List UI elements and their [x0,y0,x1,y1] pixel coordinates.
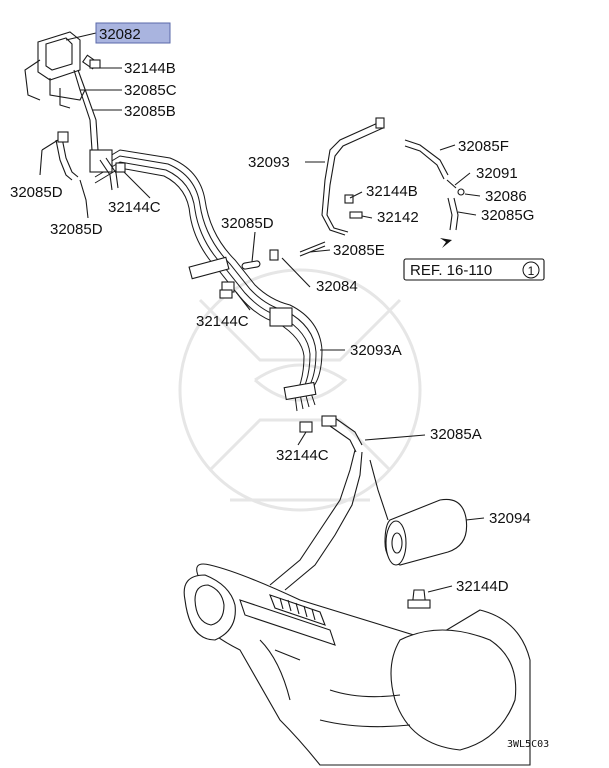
left-brake-lines [55,131,126,191]
callout-c8[interactable]: 32093 [248,154,290,171]
reference-box[interactable]: REF. 16-110 1 [403,258,545,281]
leader-lines [39,32,485,593]
callout-c13[interactable]: 32084 [316,278,358,295]
small-fittings [219,241,326,299]
callout-c19[interactable]: 32085G [481,207,534,224]
callout-c16[interactable]: 32085F [458,138,509,155]
callout-c3[interactable]: 32085C [124,82,177,99]
brake-line-bundle [94,149,323,412]
callout-c4[interactable]: 32085B [124,103,176,120]
right-hose-group [404,139,465,248]
callout-c15[interactable]: 32093A [350,342,402,359]
callout-c23[interactable]: 32144D [456,578,509,595]
callout-c6[interactable]: 32144C [108,199,161,216]
callout-c20[interactable]: 32144C [276,447,329,464]
reference-text: REF. 16-110 [410,262,492,279]
callout-c11[interactable]: 32085D [221,215,274,232]
callout-c14[interactable]: 32144C [196,313,249,330]
reference-circle-icon [522,261,540,279]
callout-labels: 32082 32144B 32085C 32085B 32085D 32144C… [10,26,534,595]
axle-housing-drawing [183,563,531,766]
callout-c2[interactable]: 32144B [124,60,176,77]
diagram-code: 3WL5C03 [507,739,549,750]
reference-circled-number: 1 [528,264,535,278]
callout-c10[interactable]: 32142 [377,209,419,226]
callout-c5[interactable]: 32085D [10,184,63,201]
watermark-emblem [178,268,422,512]
callout-c18[interactable]: 32086 [485,188,527,205]
callout-c7[interactable]: 32085D [50,221,103,238]
callout-highlight [95,22,171,44]
hose-32093-drawing [321,117,385,236]
callout-c21[interactable]: 32085A [430,426,482,443]
callout-c12[interactable]: 32085E [333,242,385,259]
callout-c22[interactable]: 32094 [489,510,531,527]
callout-c17[interactable]: 32091 [476,165,518,182]
rear-hose-and-canister [269,415,468,609]
callout-c9[interactable]: 32144B [366,183,418,200]
callout-c1[interactable]: 32082 [99,26,141,43]
bundle-clamps [89,149,317,401]
